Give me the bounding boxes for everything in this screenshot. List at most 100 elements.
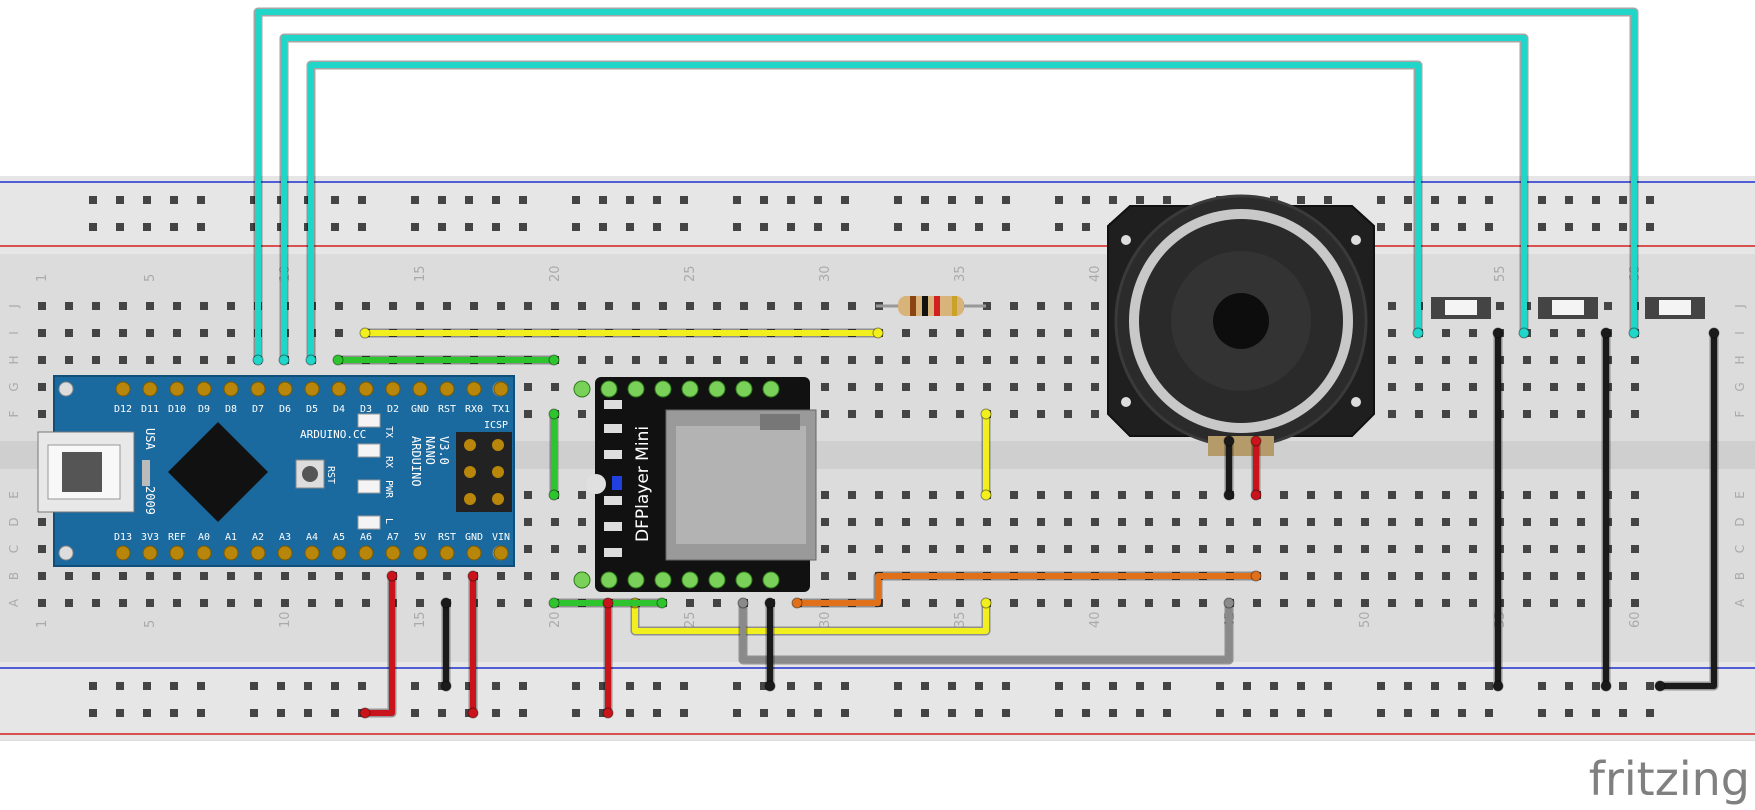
breadboard-hole bbox=[1469, 329, 1477, 337]
nano-pin-bottom bbox=[439, 545, 455, 561]
breadboard-hole bbox=[1523, 545, 1531, 553]
wire-cyan-d6[interactable] bbox=[252, 7, 1640, 366]
rail-hole bbox=[1377, 223, 1385, 231]
rail-hole bbox=[572, 682, 580, 690]
breadboard-hole bbox=[1577, 410, 1585, 418]
wire-orange[interactable] bbox=[791, 570, 1262, 609]
breadboard-hole bbox=[875, 545, 883, 553]
wire-gray[interactable] bbox=[737, 597, 1235, 665]
breadboard-hole bbox=[308, 599, 316, 607]
breadboard-hole bbox=[929, 356, 937, 364]
rail-hole bbox=[1485, 196, 1493, 204]
pushbutton-3[interactable] bbox=[1645, 297, 1705, 319]
row-letter-label: C bbox=[1733, 545, 1747, 553]
breadboard-hole bbox=[1550, 545, 1558, 553]
rail-hole bbox=[358, 223, 366, 231]
dfplayer-mini-module[interactable]: DFPlayer Mini bbox=[573, 377, 817, 592]
column-label: 40 bbox=[1088, 265, 1103, 282]
column-label: 25 bbox=[683, 265, 698, 282]
nano-pin-label-bottom: RST bbox=[438, 532, 456, 543]
wire-black-nano-gnd[interactable] bbox=[440, 597, 452, 692]
rail-hole bbox=[1377, 709, 1385, 717]
rail-hole bbox=[519, 223, 527, 231]
breadboard-hole bbox=[1442, 545, 1450, 553]
wire-cyan-d4[interactable] bbox=[305, 60, 1424, 366]
rail-hole bbox=[170, 223, 178, 231]
breadboard-hole bbox=[227, 329, 235, 337]
wire-green-mid[interactable] bbox=[548, 408, 560, 501]
pushbutton-1[interactable] bbox=[1431, 297, 1491, 319]
rail-hole bbox=[492, 682, 500, 690]
row-letter-label: F bbox=[7, 410, 21, 417]
rail-hole bbox=[1163, 682, 1171, 690]
breadboard-hole bbox=[146, 356, 154, 364]
wire-yellow-right[interactable] bbox=[980, 408, 992, 501]
rail-hole bbox=[411, 682, 419, 690]
nano-brand-label: ARDUINO.CC bbox=[300, 428, 366, 441]
breadboard-hole bbox=[1361, 599, 1369, 607]
breadboard-hole bbox=[119, 302, 127, 310]
breadboard-hole bbox=[65, 302, 73, 310]
breadboard-hole bbox=[875, 383, 883, 391]
wire-yellow-top[interactable] bbox=[359, 327, 884, 339]
breadboard-hole bbox=[1442, 383, 1450, 391]
model-line3-label: V3.0 bbox=[437, 436, 451, 465]
wire-black-btn2[interactable] bbox=[1600, 327, 1612, 692]
breadboard-hole bbox=[1415, 410, 1423, 418]
wire-black-btn3[interactable] bbox=[1654, 327, 1720, 692]
dfplayer-smd-parts bbox=[604, 400, 622, 557]
rail-hole bbox=[89, 223, 97, 231]
breadboard-hole bbox=[578, 356, 586, 364]
column-label: 50 bbox=[1358, 611, 1373, 628]
wire-cyan-d5[interactable] bbox=[278, 33, 1530, 366]
breadboard-hole bbox=[1523, 410, 1531, 418]
rail-hole bbox=[894, 223, 902, 231]
speaker[interactable] bbox=[1107, 194, 1375, 456]
speaker-terminal-block bbox=[1208, 436, 1274, 456]
rail-hole bbox=[975, 682, 983, 690]
breadboard-hole bbox=[1361, 491, 1369, 499]
wire-red-5v[interactable] bbox=[359, 570, 398, 719]
wire-red-vin[interactable] bbox=[467, 570, 479, 719]
breadboard-hole bbox=[605, 302, 613, 310]
breadboard-hole bbox=[200, 302, 208, 310]
breadboard-hole bbox=[173, 599, 181, 607]
breadboard-hole bbox=[983, 545, 991, 553]
rail-hole bbox=[814, 196, 822, 204]
breadboard-hole bbox=[1523, 383, 1531, 391]
rail-hole bbox=[1055, 682, 1063, 690]
breadboard-hole bbox=[1334, 599, 1342, 607]
nano-pin-top bbox=[115, 381, 131, 397]
wire-black-speaker[interactable] bbox=[1223, 435, 1235, 501]
resistor[interactable] bbox=[876, 296, 986, 316]
breadboard-hole bbox=[1469, 572, 1477, 580]
rail-hole bbox=[358, 196, 366, 204]
wire-black-btn1[interactable] bbox=[1492, 327, 1504, 692]
rail-hole bbox=[1243, 709, 1251, 717]
rail-hole bbox=[89, 682, 97, 690]
breadboard-hole bbox=[443, 302, 451, 310]
breadboard-hole bbox=[1226, 545, 1234, 553]
breadboard-hole bbox=[524, 383, 532, 391]
breadboard-hole bbox=[1496, 302, 1504, 310]
breadboard-hole bbox=[1631, 545, 1639, 553]
rail-hole bbox=[358, 682, 366, 690]
wire-red-speaker[interactable] bbox=[1250, 435, 1262, 501]
wire-black-df[interactable] bbox=[764, 597, 776, 692]
breadboard-hole bbox=[146, 302, 154, 310]
row-letter-label: I bbox=[7, 331, 21, 335]
wire-red-df[interactable] bbox=[602, 597, 614, 719]
breadboard-hole bbox=[362, 302, 370, 310]
rail-hole bbox=[1619, 682, 1627, 690]
rail-hole bbox=[1109, 196, 1117, 204]
row-letter-label: I bbox=[1733, 331, 1747, 335]
rail-hole bbox=[1565, 682, 1573, 690]
breadboard-hole bbox=[227, 599, 235, 607]
pushbutton-2[interactable] bbox=[1538, 297, 1598, 319]
rail-hole bbox=[1082, 709, 1090, 717]
breadboard-hole bbox=[1415, 491, 1423, 499]
breadboard-hole bbox=[362, 572, 370, 580]
wire-green-top[interactable] bbox=[332, 354, 560, 366]
